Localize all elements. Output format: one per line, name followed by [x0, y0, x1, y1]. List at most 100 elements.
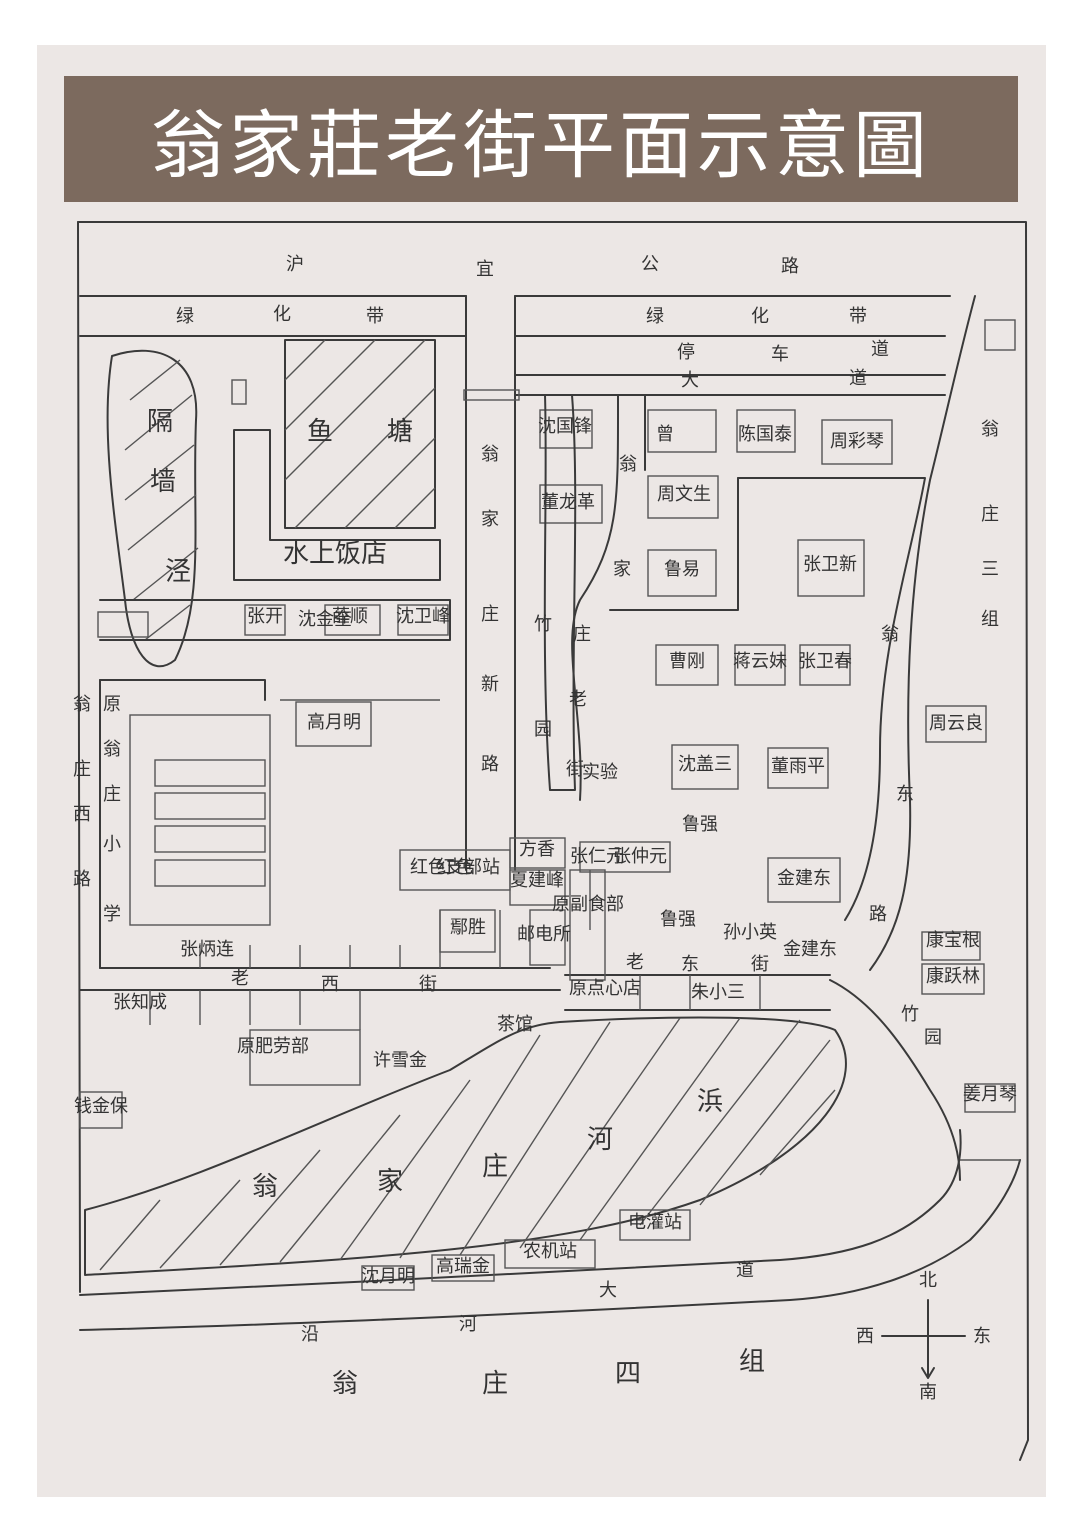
- house-label: 沈国锋: [538, 416, 592, 437]
- road-label-old-street: 庄: [573, 624, 591, 645]
- road-label-new-road: 路: [481, 754, 499, 775]
- house-label: 姜月琴: [963, 1084, 1017, 1105]
- area-label-zone3: 三: [981, 559, 999, 580]
- road-label-bamboo: 园: [534, 719, 552, 740]
- ditch-outline: [106, 349, 198, 668]
- area-label-school: 小: [103, 834, 121, 855]
- house-label: 实验: [582, 762, 618, 783]
- house-label: 沈金奎: [298, 609, 352, 630]
- house-label: 朱小三: [691, 982, 745, 1003]
- house-label: 钱金保: [74, 1096, 128, 1117]
- house-label: 蒋云妹: [733, 651, 787, 672]
- house-label: 曹刚: [669, 651, 705, 672]
- house-label: 高月明: [307, 712, 361, 733]
- area-label-river: 河: [587, 1125, 613, 1155]
- house-label: 金建东: [777, 868, 831, 889]
- road-label-parking: 车: [771, 344, 789, 365]
- house-label: 周文生: [657, 484, 711, 505]
- bridge-icon: [463, 389, 520, 401]
- road-label-old-west-street: 街: [419, 974, 437, 995]
- road-label-new-road: 庄: [481, 604, 499, 625]
- house-label: 原点心店: [569, 978, 641, 999]
- title-banner: 翁家莊老街平面示意圖: [64, 76, 1018, 202]
- area-label-ditch: 墙: [150, 467, 176, 497]
- map-title: 翁家莊老街平面示意圖: [151, 102, 931, 189]
- road-label-old-street: 家: [613, 559, 631, 580]
- road-label-west-road: 翁: [73, 694, 91, 715]
- house-label: 张卫新: [803, 554, 857, 575]
- house-label: 鲁强: [660, 909, 696, 930]
- road-label-new-road: 翁: [481, 444, 499, 465]
- house-label: 康跃林: [926, 966, 980, 987]
- area-label-ditch: 隔: [147, 407, 173, 437]
- road-label-old-street: 老: [569, 689, 587, 710]
- road-label-east-road: 东: [896, 784, 914, 805]
- house-label: 原副食部: [552, 894, 624, 915]
- area-label-zone4: 翁: [332, 1369, 358, 1399]
- road-label-greenbelt: 绿: [646, 306, 664, 327]
- road-label-greenbelt: 带: [366, 306, 384, 327]
- area-label-garden: 竹: [901, 1004, 919, 1025]
- road-label-west-road: 庄: [73, 759, 91, 780]
- house-label: 周云良: [929, 713, 983, 734]
- road-label-greenbelt: 带: [849, 306, 867, 327]
- house-label: 沈月明: [361, 1266, 415, 1287]
- house-label: 夏建峰: [510, 870, 564, 891]
- area-label-zone4: 庄: [482, 1369, 508, 1399]
- road-label-new-road: 新: [481, 674, 499, 695]
- road-label-huyi: 公: [641, 254, 659, 275]
- area-label-river: 翁: [252, 1172, 278, 1202]
- area-label-water-restaurant: 水上饭店: [283, 539, 387, 569]
- road-label-east-road: 路: [869, 904, 887, 925]
- map-frame-top-right: [77, 221, 1029, 1461]
- house-label: 曾: [656, 424, 674, 445]
- road-label-greenbelt: 化: [273, 304, 291, 325]
- house-label: 董龙革: [541, 492, 595, 513]
- house-label: 原肥劳部: [237, 1036, 309, 1057]
- house-label: 红色: [437, 857, 473, 878]
- road-label-river-road: 大: [599, 1280, 617, 1301]
- road-label-west-road: 路: [73, 869, 91, 890]
- road-label-weng: 翁: [881, 624, 899, 645]
- house-label: 农机站: [523, 1241, 577, 1262]
- house-label: 陈国泰: [738, 424, 792, 445]
- compass-rose: [881, 1299, 966, 1379]
- road-label-old-west-street: 老: [231, 968, 249, 989]
- house-label: 电灌站: [628, 1212, 682, 1233]
- road-label-river-road: 河: [459, 1314, 477, 1335]
- area-label-river: 庄: [482, 1152, 508, 1182]
- house-label: 张开: [247, 606, 283, 627]
- area-label-zone3: 庄: [981, 504, 999, 525]
- house-label: 周彩琴: [830, 431, 884, 452]
- road-label-river-road: 道: [736, 1260, 754, 1281]
- map-frame-left: [77, 221, 81, 1293]
- road-label-new-road: 家: [481, 509, 499, 530]
- house-label: 茶馆: [497, 1014, 533, 1035]
- area-label-zone4: 组: [739, 1347, 765, 1377]
- road-label-old-west-street: 西: [321, 974, 339, 995]
- house-label: 金建东: [783, 939, 837, 960]
- house-label: 邮电所: [517, 924, 571, 945]
- compass-south-label: 南: [919, 1382, 937, 1403]
- road-label-parking: 道: [871, 339, 889, 360]
- compass-north-label: 北: [919, 1270, 937, 1291]
- house-label: 许雪金: [373, 1050, 427, 1071]
- area-label-zone3: 翁: [981, 419, 999, 440]
- area-label-ditch: 泾: [165, 557, 191, 587]
- house-label: 鲁易: [664, 559, 700, 580]
- house-label: 鲁强: [682, 814, 718, 835]
- road-label-west-road: 西: [73, 804, 91, 825]
- road-label-bamboo: 竹: [534, 614, 552, 635]
- area-label-river: 家: [377, 1167, 403, 1197]
- road-label-old-east-street: 街: [751, 954, 769, 975]
- road-label-huyi: 路: [781, 256, 799, 277]
- area-label-zone3: 组: [981, 609, 999, 630]
- area-label-school: 学: [103, 904, 121, 925]
- house-label: 红色支部站: [410, 857, 500, 878]
- bamboo-lane: [543, 394, 577, 791]
- house-label: 孙小英: [723, 922, 777, 943]
- road-label-huyi: 宜: [476, 259, 494, 280]
- house-label: 张炳连: [180, 939, 234, 960]
- house-label: 方香: [519, 839, 555, 860]
